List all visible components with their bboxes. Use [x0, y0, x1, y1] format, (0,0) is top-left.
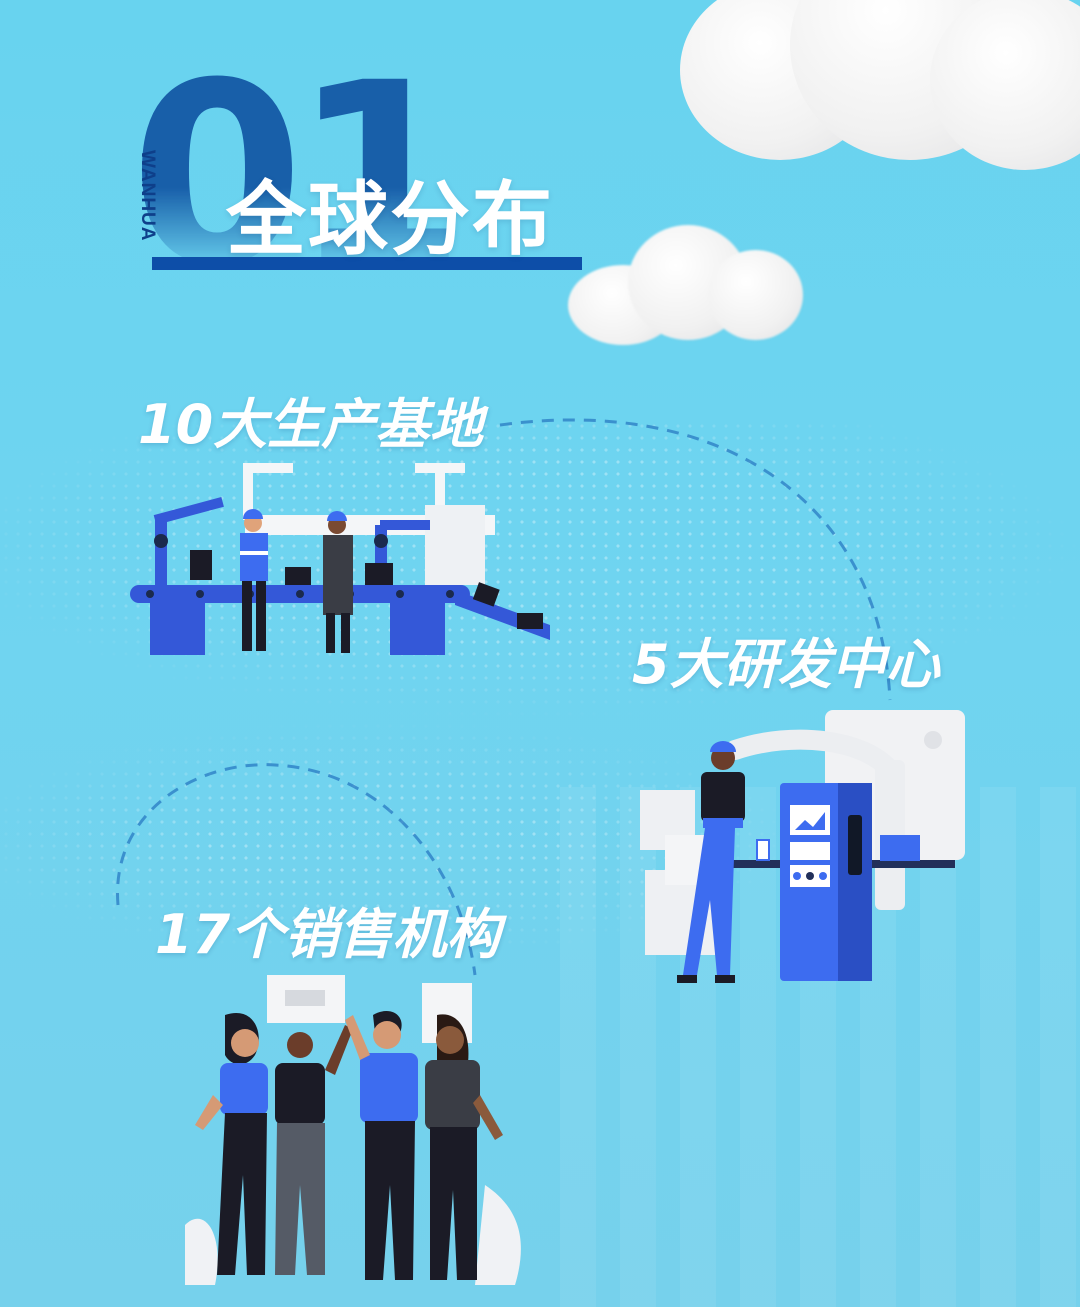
sales-offices-label: 17个销售机构 — [155, 903, 501, 966]
cloud-small — [568, 225, 808, 345]
world-map-dots-top — [0, 420, 1080, 720]
title-underline — [152, 257, 582, 270]
factory-assembly-line-illustration — [130, 463, 550, 655]
brand-vertical-text: WANHUA — [137, 150, 158, 242]
research-lab-illustration — [640, 710, 965, 983]
rd-centers-label: 5大研发中心 — [632, 633, 940, 696]
production-bases-label: 10大生产基地 — [138, 393, 484, 456]
team-high-five-illustration — [185, 975, 521, 1285]
page-title: 全球分布 — [226, 173, 554, 266]
cloud-large — [680, 0, 1080, 190]
